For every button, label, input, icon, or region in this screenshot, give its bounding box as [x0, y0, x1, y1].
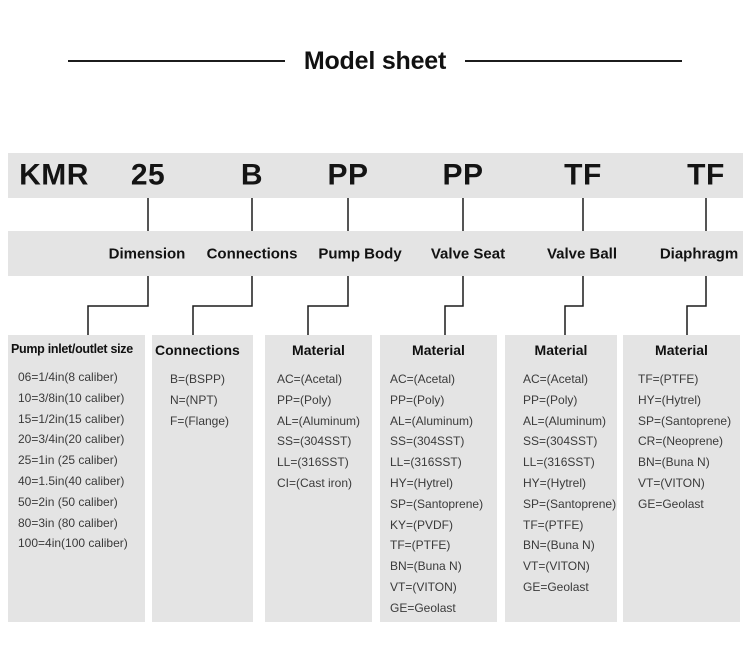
option-item: GE=Geolast	[390, 600, 456, 615]
option-box-connections: Connections B=(BSPP) N=(NPT) F=(Flange)	[152, 335, 253, 622]
option-item: LL=(316SST)	[277, 455, 349, 470]
option-item: AL=(Aluminum)	[277, 413, 361, 428]
option-box-diaphragm-material: Material TF=(PTFE) HY=(Hytrel) SP=(Santopr…	[623, 335, 740, 622]
model-code-pump-body: PP	[327, 157, 369, 191]
segment-label-valve-seat: Valve Seat	[430, 245, 506, 262]
model-code-dimension: 25	[130, 157, 166, 191]
option-box-heading: Pump inlet/outlet size	[11, 342, 133, 356]
option-item: SP=(Santoprene)	[390, 496, 484, 511]
connector-label-box-6	[686, 276, 707, 335]
model-code-connections: B	[240, 157, 264, 191]
option-list: AC=(Acetal) PP=(Poly) AL=(Aluminum) SS=(304…	[380, 369, 497, 619]
option-item: AC=(Acetal)	[523, 372, 589, 386]
option-box-valve-seat-material: Material AC=(Acetal) PP=(Poly) AL=(Aluminu…	[380, 335, 497, 622]
option-item: VT=(VITON)	[523, 559, 590, 574]
connector-label-box-3	[307, 276, 349, 335]
option-item: PP=(Poly)	[390, 392, 445, 407]
option-box-heading: Material	[655, 342, 708, 358]
option-box-heading: Material	[534, 342, 588, 358]
title-right-rule	[465, 60, 683, 62]
option-item: PP=(Poly)	[277, 392, 332, 407]
option-item: AL=(Aluminum)	[390, 413, 474, 428]
page-title: Model sheet	[303, 46, 447, 75]
option-item: AL=(Aluminum)	[523, 413, 607, 428]
option-item: N=(NPT)	[170, 392, 218, 407]
option-box-pump-size: Pump inlet/outlet size 06=1/4in(8 calibe…	[8, 335, 145, 622]
option-box-pump-body-material: Material AC=(Acetal) PP=(Poly) AL=(Aluminu…	[265, 335, 372, 622]
title-row: Model sheet	[0, 44, 750, 78]
option-item: F=(Flange)	[170, 413, 230, 428]
model-code-diaphragm: TF	[687, 157, 725, 191]
option-item: SS=(304SST)	[523, 434, 598, 449]
option-list: AC=(Acetal) PP=(Poly) AL=(Aluminum) SS=(304…	[265, 369, 372, 494]
option-item: TF=(PTFE)	[638, 372, 699, 386]
connector-label-box-5	[564, 276, 584, 335]
connector-label-box-1	[87, 276, 149, 335]
option-list: 06=1/4in(8 caliber) 10=3/8in(10 caliber) 1…	[8, 367, 145, 554]
option-item: 80=3in (80 caliber)	[18, 515, 118, 530]
segment-label-dimension: Dimension	[108, 245, 186, 262]
option-item: HY=(Hytrel)	[523, 475, 587, 490]
segment-label-bar: Dimension Connections Pump Body Valve Se…	[8, 231, 743, 276]
option-item: TF=(PTFE)	[523, 517, 584, 532]
model-code-valve-ball: TF	[564, 157, 602, 191]
option-item: GE=Geolast	[638, 496, 704, 511]
model-code-valve-seat: PP	[442, 157, 484, 191]
option-item: 40=1.5in(40 caliber)	[18, 473, 125, 488]
option-item: AC=(Acetal)	[390, 372, 456, 386]
option-item: VT=(VITON)	[390, 579, 457, 594]
option-item: SS=(304SST)	[390, 434, 465, 449]
option-item: PP=(Poly)	[523, 392, 578, 407]
option-item: 100=4in(100 caliber)	[18, 536, 128, 551]
option-item: HY=(Hytrel)	[390, 475, 454, 490]
option-item: AC=(Acetal)	[277, 372, 343, 386]
option-item: BN=(Buna N)	[390, 559, 462, 574]
option-item: 10=3/8in(10 caliber)	[18, 390, 125, 405]
option-item: SS=(304SST)	[277, 434, 352, 449]
option-item: B=(BSPP)	[170, 372, 226, 386]
option-item: HY=(Hytrel)	[638, 392, 702, 407]
segment-label-pump-body: Pump Body	[318, 245, 402, 262]
option-item: BN=(Buna N)	[523, 538, 595, 553]
segment-label-diaphragm: Diaphragm	[659, 245, 739, 262]
option-item: VT=(VITON)	[638, 475, 705, 490]
option-list: B=(BSPP) N=(NPT) F=(Flange)	[152, 369, 253, 431]
option-item: BN=(Buna N)	[638, 455, 710, 470]
option-item: CI=(Cast iron)	[277, 475, 353, 490]
option-item: SP=(Santoprene)	[523, 496, 617, 511]
model-code-bar: KMR 25 B PP PP TF TF	[8, 153, 743, 198]
connector-label-box-2	[192, 276, 253, 335]
option-box-valve-ball-material: Material AC=(Acetal) PP=(Poly) AL=(Aluminu…	[505, 335, 617, 622]
model-code-series: KMR	[19, 157, 89, 191]
option-list: TF=(PTFE) HY=(Hytrel) SP=(Santoprene) CR=(N…	[623, 369, 740, 515]
option-item: 20=3/4in(20 caliber)	[18, 432, 125, 447]
option-item: CR=(Neoprene)	[638, 434, 724, 449]
option-box-heading: Connections	[155, 342, 240, 358]
option-item: LL=(316SST)	[523, 455, 595, 470]
segment-label-connections: Connections	[206, 245, 298, 262]
option-item: LL=(316SST)	[390, 455, 462, 470]
option-box-heading: Material	[292, 342, 345, 358]
option-item: SP=(Santoprene)	[638, 413, 732, 428]
segment-label-valve-ball: Valve Ball	[546, 245, 618, 262]
option-item: GE=Geolast	[523, 579, 589, 594]
option-list: AC=(Acetal) PP=(Poly) AL=(Aluminum) SS=(304…	[505, 369, 617, 598]
title-left-rule	[67, 60, 285, 62]
option-item: 50=2in (50 caliber)	[18, 494, 118, 509]
option-box-heading: Material	[412, 342, 465, 358]
option-item: 25=1in (25 caliber)	[18, 453, 118, 468]
option-item: TF=(PTFE)	[390, 538, 451, 553]
connector-label-box-4	[444, 276, 464, 335]
option-item: 06=1/4in(8 caliber)	[18, 370, 118, 384]
option-item: 15=1/2in(15 caliber)	[18, 411, 125, 426]
option-item: KY=(PVDF)	[390, 517, 454, 532]
